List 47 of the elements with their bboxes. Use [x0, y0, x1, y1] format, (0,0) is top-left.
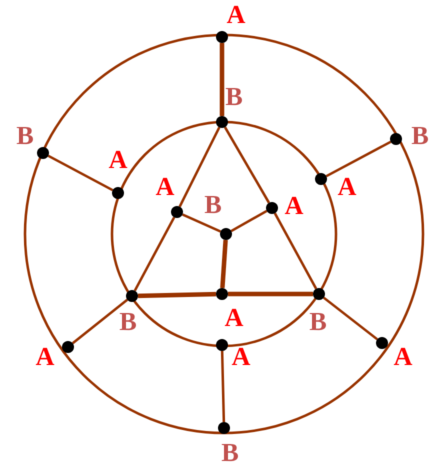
vertex-label: B [119, 309, 137, 335]
vertex-dot [126, 290, 138, 302]
vertex-dot [313, 288, 325, 300]
connector-line [228, 292, 313, 296]
connector-line [326, 140, 392, 178]
vertex-label: A [224, 305, 244, 331]
vertex-dot [62, 341, 74, 353]
vertex-label: A [226, 2, 246, 28]
vertex-dot [390, 133, 402, 145]
vertex-label: B [221, 440, 239, 466]
vertex-label: B [309, 309, 327, 335]
connector-line [182, 213, 222, 233]
vertex-label: A [108, 147, 128, 173]
vertex-label: A [232, 344, 250, 370]
vertex-dot [266, 202, 278, 214]
connector-line [220, 240, 228, 288]
vertex-label: B [16, 123, 34, 149]
vertex-label: A [36, 344, 54, 370]
connector-line [322, 296, 378, 340]
vertex-dot [315, 173, 327, 185]
vertex-dot [171, 206, 183, 218]
vertex-dot [220, 228, 232, 240]
connector-line [72, 298, 128, 344]
connector-line [224, 126, 270, 204]
vertex-label: B [204, 192, 222, 218]
connector-line [274, 212, 318, 290]
connector-line [230, 210, 268, 232]
vertex-dot [216, 288, 228, 300]
vertex-label: A [394, 344, 412, 370]
connector-line [178, 126, 220, 208]
vertex-dot [112, 187, 124, 199]
connector-line [220, 43, 224, 116]
connector-line [138, 292, 216, 298]
vertex-dot [37, 147, 49, 159]
connector-line [48, 154, 114, 192]
vertex-label: A [284, 193, 304, 219]
connector-line [220, 350, 226, 422]
vertex-dot [216, 116, 228, 128]
vertex-label: B [411, 123, 429, 149]
vertex-dot [376, 337, 388, 349]
vertex-dot [216, 31, 228, 43]
connector-line [134, 216, 176, 292]
vertex-dot [218, 422, 230, 434]
vertex-dot [216, 339, 228, 351]
vertex-label: B [225, 84, 243, 110]
vertex-label: A [338, 174, 356, 200]
vertex-label: A [156, 174, 174, 200]
